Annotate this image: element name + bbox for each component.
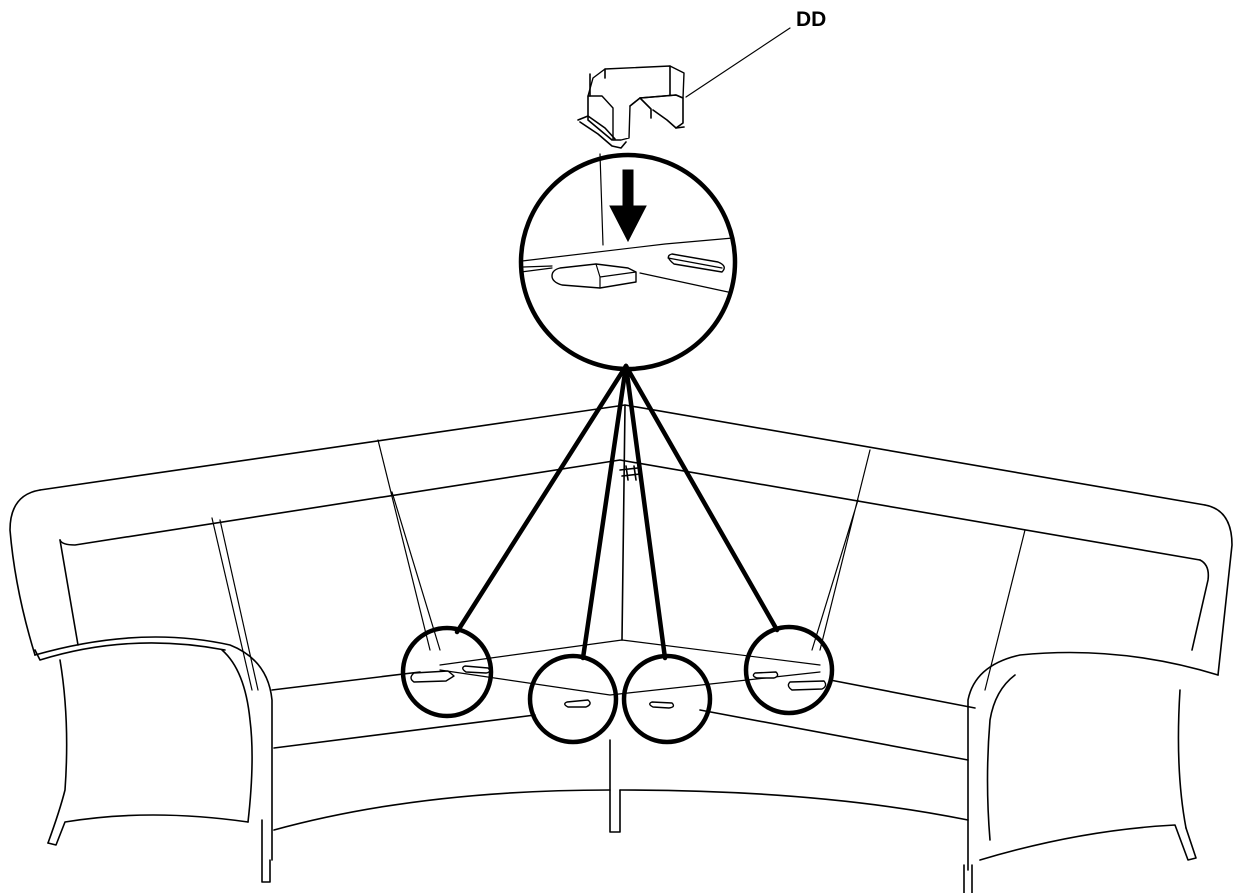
connector-clip-part [577,65,685,149]
callout-leader-lines [454,363,780,661]
callout-circle-4 [743,624,835,716]
callout-circle-1 [400,625,494,719]
part-leader-line [685,27,791,98]
callout-circle-3 [621,653,713,745]
down-arrow-icon [609,169,647,243]
part-label-dd: DD [796,8,826,31]
detail-zoom-circle [518,152,738,372]
corner-sofa [9,404,1233,893]
callout-circle-2 [527,653,619,745]
